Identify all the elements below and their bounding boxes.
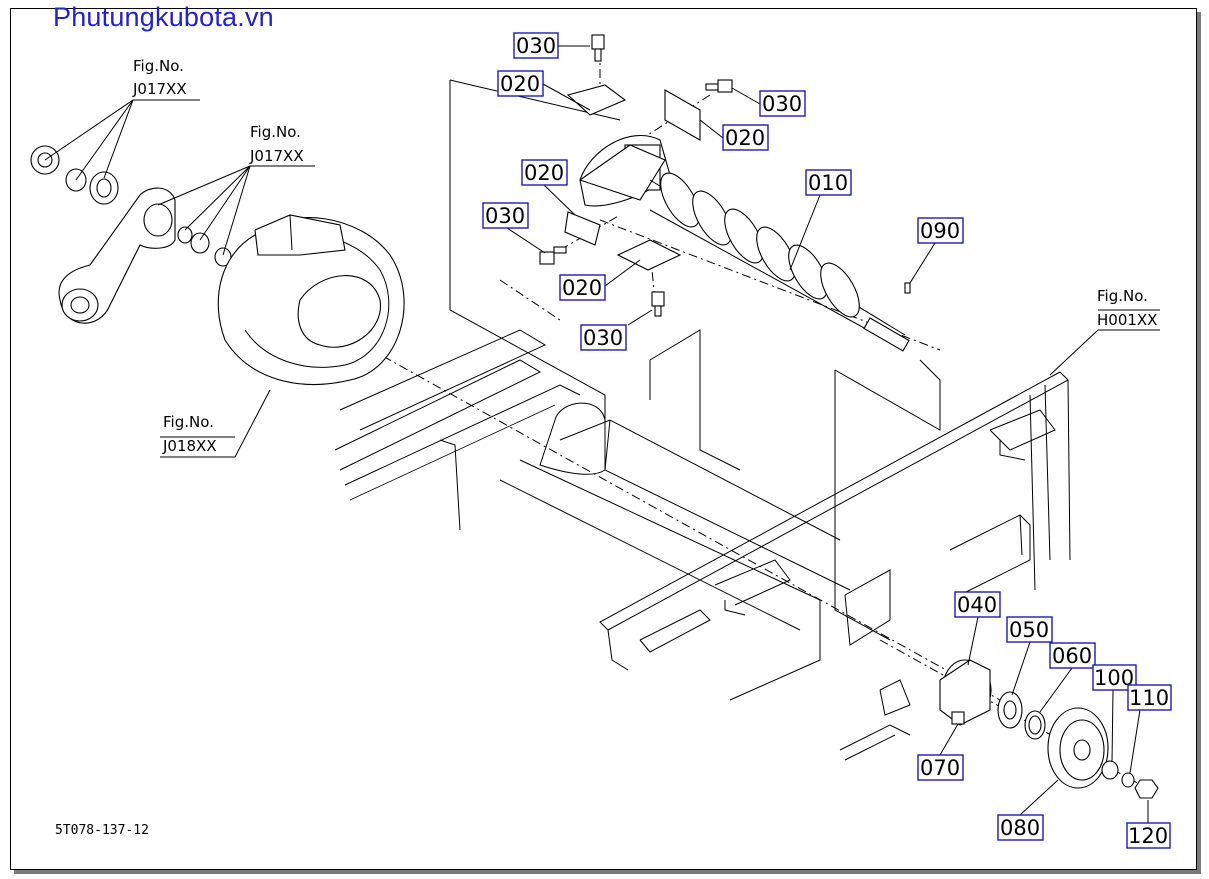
figure-reference-j017xx-a: Fig.No. J017XX xyxy=(132,57,187,98)
part-callout[interactable]: 070 xyxy=(917,754,964,781)
bolts-030 xyxy=(539,34,733,317)
part-callout[interactable]: 030 xyxy=(513,32,559,59)
auger-screw xyxy=(579,135,911,352)
part-callout[interactable]: 110 xyxy=(1127,684,1172,711)
part-number: 040 xyxy=(957,593,997,617)
part-callout[interactable]: 060 xyxy=(1049,642,1096,669)
part-callout[interactable]: 080 xyxy=(997,814,1044,841)
part-callout[interactable]: 030 xyxy=(759,90,806,117)
drive-arm-assembly xyxy=(30,145,232,324)
part-number: 020 xyxy=(725,126,765,150)
fig-ref-code: J017XX xyxy=(249,147,304,165)
part-number: 070 xyxy=(920,756,960,780)
figure-reference-j017xx-b: Fig.No. J017XX xyxy=(249,123,304,165)
fig-ref-label: Fig.No. xyxy=(250,123,301,141)
part-callout[interactable]: 050 xyxy=(1006,616,1053,643)
part-callout[interactable]: 020 xyxy=(521,159,568,186)
part-callout[interactable]: 030 xyxy=(580,324,627,351)
part-number: 030 xyxy=(583,326,623,350)
part-number: 060 xyxy=(1052,644,1092,668)
part-number: 080 xyxy=(1000,816,1040,840)
part-callout[interactable]: 020 xyxy=(559,274,606,301)
part-number: 020 xyxy=(562,276,602,300)
site-watermark: Phutungkubota.vn xyxy=(53,2,274,32)
fig-ref-code: J017XX xyxy=(132,80,187,98)
part-number: 020 xyxy=(524,161,564,185)
drawing-reference-number: 5T078-137-12 xyxy=(55,823,149,838)
part-callout[interactable]: 090 xyxy=(917,217,964,244)
part-number: 050 xyxy=(1009,618,1049,642)
fan-housing xyxy=(217,214,405,385)
frame-shadow-right xyxy=(1197,12,1201,874)
assembly-centerlines xyxy=(299,50,1151,791)
chassis-frame xyxy=(334,79,1071,761)
part-number: 030 xyxy=(516,34,556,58)
part-number: 020 xyxy=(500,72,540,96)
part-callout[interactable]: 030 xyxy=(482,202,529,229)
fig-ref-code: J018XX xyxy=(162,437,217,455)
fig-ref-label: Fig.No. xyxy=(133,57,184,75)
part-callout[interactable]: 040 xyxy=(954,591,1001,618)
drawing-frame xyxy=(10,8,1197,870)
fig-ref-label: Fig.No. xyxy=(1097,287,1148,305)
part-callout[interactable]: 120 xyxy=(1126,822,1171,849)
part-callout[interactable]: 010 xyxy=(805,169,852,196)
leader-lines xyxy=(44,45,1160,823)
fig-ref-label: Fig.No. xyxy=(163,413,214,431)
pulley-stack xyxy=(939,659,1159,799)
guide-plates xyxy=(564,84,701,271)
part-number: 030 xyxy=(485,204,525,228)
frame-shadow-bottom xyxy=(14,870,1201,874)
part-number: 120 xyxy=(1128,824,1168,848)
part-number: 090 xyxy=(920,219,960,243)
part-number: 110 xyxy=(1129,686,1169,710)
part-number: 010 xyxy=(808,171,848,195)
part-number: 030 xyxy=(762,92,802,116)
part-callout[interactable]: 020 xyxy=(722,124,769,151)
figure-reference-h001xx: Fig.No. H001XX xyxy=(1097,287,1157,329)
fig-ref-code: H001XX xyxy=(1097,311,1157,329)
figure-reference-j018xx: Fig.No. J018XX xyxy=(162,413,217,455)
part-callout[interactable]: 020 xyxy=(497,70,544,97)
